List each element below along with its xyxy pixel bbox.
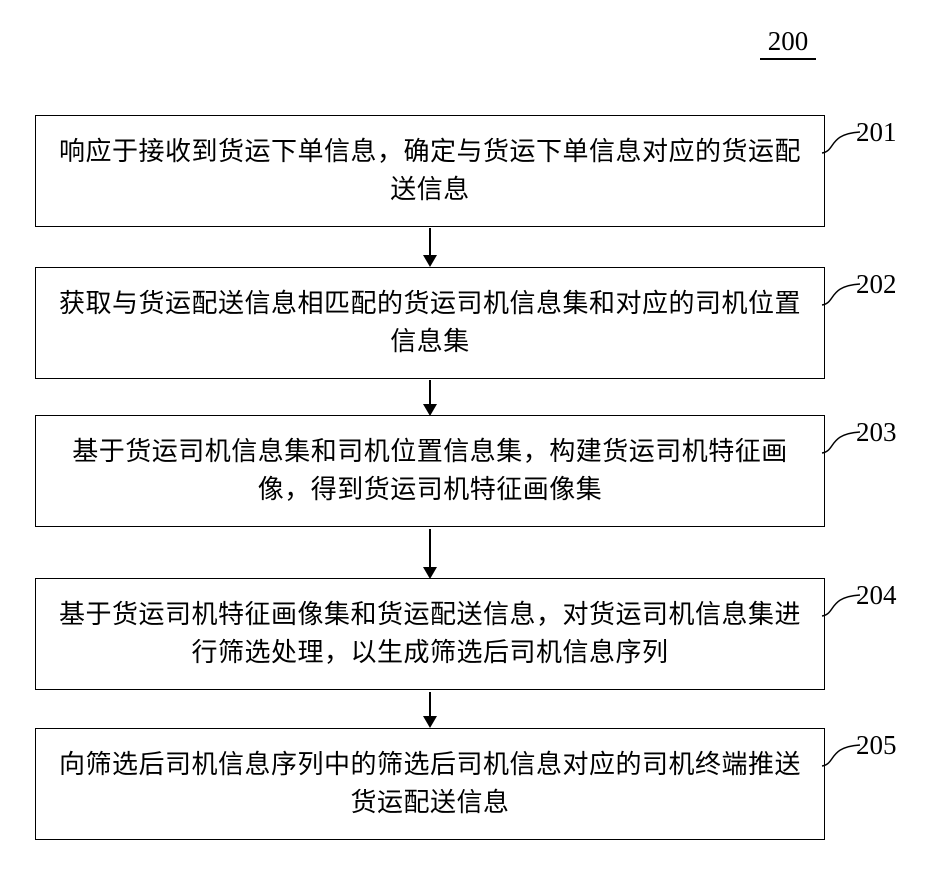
flow-step-5: 向筛选后司机信息序列中的筛选后司机信息对应的司机终端推送货运配送信息 205 — [0, 728, 927, 840]
step-box-5: 向筛选后司机信息序列中的筛选后司机信息对应的司机终端推送货运配送信息 — [35, 728, 825, 840]
step-box-3: 基于货运司机信息集和司机位置信息集，构建货运司机特征画像，得到货运司机特征画像集 — [35, 415, 825, 527]
leader-line — [821, 431, 861, 454]
down-arrow — [429, 380, 431, 404]
down-arrow — [429, 228, 431, 255]
step-text: 响应于接收到货运下单信息，确定与货运下单信息对应的货运配送信息 — [58, 137, 801, 204]
step-ref-label: 204 — [856, 580, 897, 610]
flow-step-4: 基于货运司机特征画像集和货运配送信息，对货运司机信息集进行筛选处理，以生成筛选后… — [0, 578, 927, 690]
step-box-4: 基于货运司机特征画像集和货运配送信息，对货运司机信息集进行筛选处理，以生成筛选后… — [35, 578, 825, 690]
leader-line — [821, 131, 861, 154]
step-box-2: 获取与货运配送信息相匹配的货运司机信息集和对应的司机位置信息集 — [35, 267, 825, 379]
figure-number: 200 — [760, 26, 816, 60]
down-arrow — [429, 692, 431, 716]
flow-step-1: 响应于接收到货运下单信息，确定与货运下单信息对应的货运配送信息 201 — [0, 115, 927, 227]
flow-step-2: 获取与货运配送信息相匹配的货运司机信息集和对应的司机位置信息集 202 — [0, 267, 927, 379]
down-arrow — [429, 529, 431, 567]
step-ref-label: 202 — [856, 269, 897, 299]
step-text: 基于货运司机信息集和司机位置信息集，构建货运司机特征画像，得到货运司机特征画像集 — [72, 437, 788, 504]
step-box-1: 响应于接收到货运下单信息，确定与货运下单信息对应的货运配送信息 — [35, 115, 825, 227]
step-text: 向筛选后司机信息序列中的筛选后司机信息对应的司机终端推送货运配送信息 — [58, 750, 801, 817]
step-ref-label: 205 — [856, 730, 897, 760]
leader-line — [821, 283, 861, 306]
flow-step-3: 基于货运司机信息集和司机位置信息集，构建货运司机特征画像，得到货运司机特征画像集… — [0, 415, 927, 528]
step-ref-label: 203 — [856, 417, 897, 447]
leader-line — [821, 744, 861, 767]
step-text: 基于货运司机特征画像集和货运配送信息，对货运司机信息集进行筛选处理，以生成筛选后… — [58, 600, 801, 667]
leader-line — [821, 594, 861, 617]
step-text: 获取与货运配送信息相匹配的货运司机信息集和对应的司机位置信息集 — [58, 289, 801, 356]
step-ref-label: 201 — [856, 117, 897, 147]
